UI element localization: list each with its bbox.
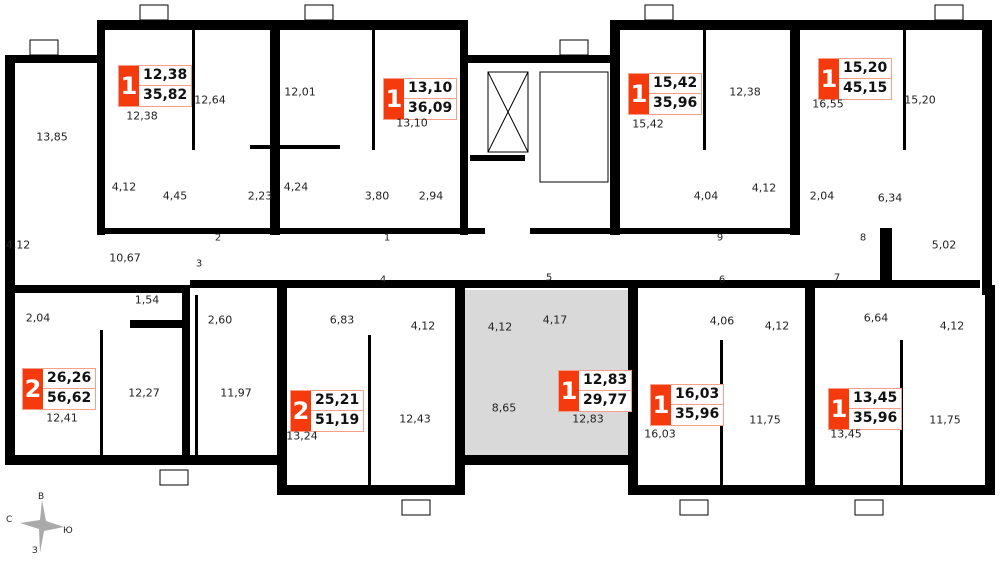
living-area: 15,42 <box>649 74 702 94</box>
room-area: 4,45 <box>162 189 188 203</box>
compass-north: С <box>6 515 13 525</box>
room-count: 1 <box>819 59 839 99</box>
room-area: 4,12 <box>764 319 790 333</box>
door-number: 9 <box>716 232 724 244</box>
room-area: 6,83 <box>329 313 355 327</box>
living-area: 13,45 <box>849 389 902 409</box>
total-area: 51,19 <box>315 412 360 428</box>
total-area: 35,96 <box>853 410 898 426</box>
door-number: 5 <box>545 272 553 284</box>
room-area: 4,17 <box>542 313 568 327</box>
total-area: 45,15 <box>843 80 888 96</box>
room-count: 1 <box>119 66 139 106</box>
door-number: 7 <box>833 272 841 284</box>
total-area: 35,82 <box>143 87 188 103</box>
highlight-apartment-a <box>465 290 548 455</box>
room-count: 1 <box>829 389 849 429</box>
room-area: 1,54 <box>134 293 160 307</box>
room-area: 3,80 <box>364 189 390 203</box>
room-area: 10,67 <box>109 251 141 265</box>
compass-east: В <box>38 492 45 502</box>
room-area: 12,38 <box>729 85 761 99</box>
room-area: 11,75 <box>749 413 781 427</box>
room-area: 5,02 <box>931 238 957 252</box>
living-area: 15,20 <box>839 59 892 79</box>
room-area: 13,85 <box>36 130 68 144</box>
total-area: 56,62 <box>47 390 92 406</box>
room-area: 4,12 <box>939 319 965 333</box>
room-area: 16,03 <box>644 427 676 441</box>
room-count: 2 <box>291 391 311 431</box>
door-number: 4 <box>379 274 387 286</box>
living-area: 25,21 <box>311 391 364 411</box>
room-area: 13,24 <box>286 429 318 443</box>
room-area: 8,65 <box>491 401 517 415</box>
room-area: 4,12 <box>751 181 777 195</box>
total-area: 36,09 <box>408 100 453 116</box>
room-count: 1 <box>384 79 404 119</box>
room-area: 4,12 <box>487 320 513 334</box>
room-area: 16,55 <box>812 97 844 111</box>
room-area: 13,10 <box>396 116 428 130</box>
room-area: 4,04 <box>693 189 719 203</box>
door-number: 1 <box>383 232 391 244</box>
living-area: 16,03 <box>671 385 724 405</box>
compass-south: Ю <box>63 526 73 536</box>
compass-rose-icon <box>20 500 64 553</box>
room-count: 1 <box>559 371 579 411</box>
room-area: 2,04 <box>25 311 51 325</box>
room-area: 12,27 <box>128 386 160 400</box>
room-area: 12,01 <box>284 85 316 99</box>
room-area: 15,42 <box>632 117 664 131</box>
total-area: 35,96 <box>675 406 720 422</box>
room-area: 2,23 <box>247 189 273 203</box>
living-area: 13,10 <box>404 79 457 99</box>
room-count: 2 <box>23 369 43 409</box>
room-area: 2,60 <box>207 313 233 327</box>
total-area: 29,77 <box>583 392 628 408</box>
room-area: 11,75 <box>929 413 961 427</box>
room-area: 11,97 <box>220 386 252 400</box>
room-area: 15,20 <box>904 93 936 107</box>
room-area: 4,12 <box>111 180 137 194</box>
room-count: 1 <box>629 74 649 114</box>
room-area: 6,64 <box>863 311 889 325</box>
room-area: 12,41 <box>46 411 78 425</box>
room-area: 4,12 <box>5 238 31 252</box>
room-area: 2,04 <box>809 189 835 203</box>
living-area: 26,26 <box>43 369 96 389</box>
living-area: 12,38 <box>139 66 192 86</box>
door-number: 3 <box>195 258 203 270</box>
room-area: 12,38 <box>126 109 158 123</box>
door-number: 2 <box>214 232 222 244</box>
door-number: 8 <box>859 232 867 244</box>
room-area: 4,12 <box>410 319 436 333</box>
total-area: 35,96 <box>653 95 698 111</box>
room-area: 12,43 <box>399 412 431 426</box>
room-area: 12,64 <box>194 93 226 107</box>
compass-west: З <box>32 546 38 556</box>
room-area: 6,34 <box>877 191 903 205</box>
door-number: 6 <box>718 274 726 286</box>
room-count: 1 <box>651 385 671 425</box>
room-area: 13,45 <box>830 427 862 441</box>
living-area: 12,83 <box>579 371 632 391</box>
room-area: 4,06 <box>709 314 735 328</box>
room-area: 12,83 <box>572 412 604 426</box>
room-area: 2,94 <box>418 189 444 203</box>
room-area: 4,24 <box>283 180 309 194</box>
